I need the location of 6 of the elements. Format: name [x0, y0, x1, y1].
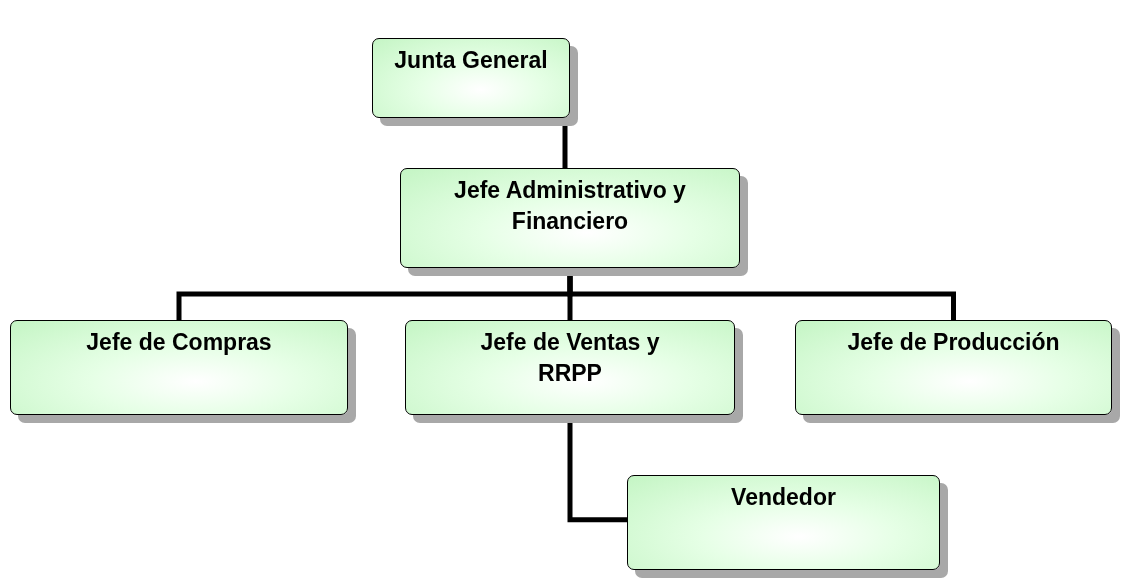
role-title: Vendedor	[731, 483, 836, 512]
role-title: Junta General	[394, 46, 548, 75]
role-title: Jefe de Ventas y RRPP	[479, 328, 661, 389]
role-title: Jefe de Compras	[86, 328, 272, 357]
role-title: Jefe de Producción	[847, 328, 1060, 357]
role-title: Jefe Administrativo y Financiero	[453, 176, 687, 237]
